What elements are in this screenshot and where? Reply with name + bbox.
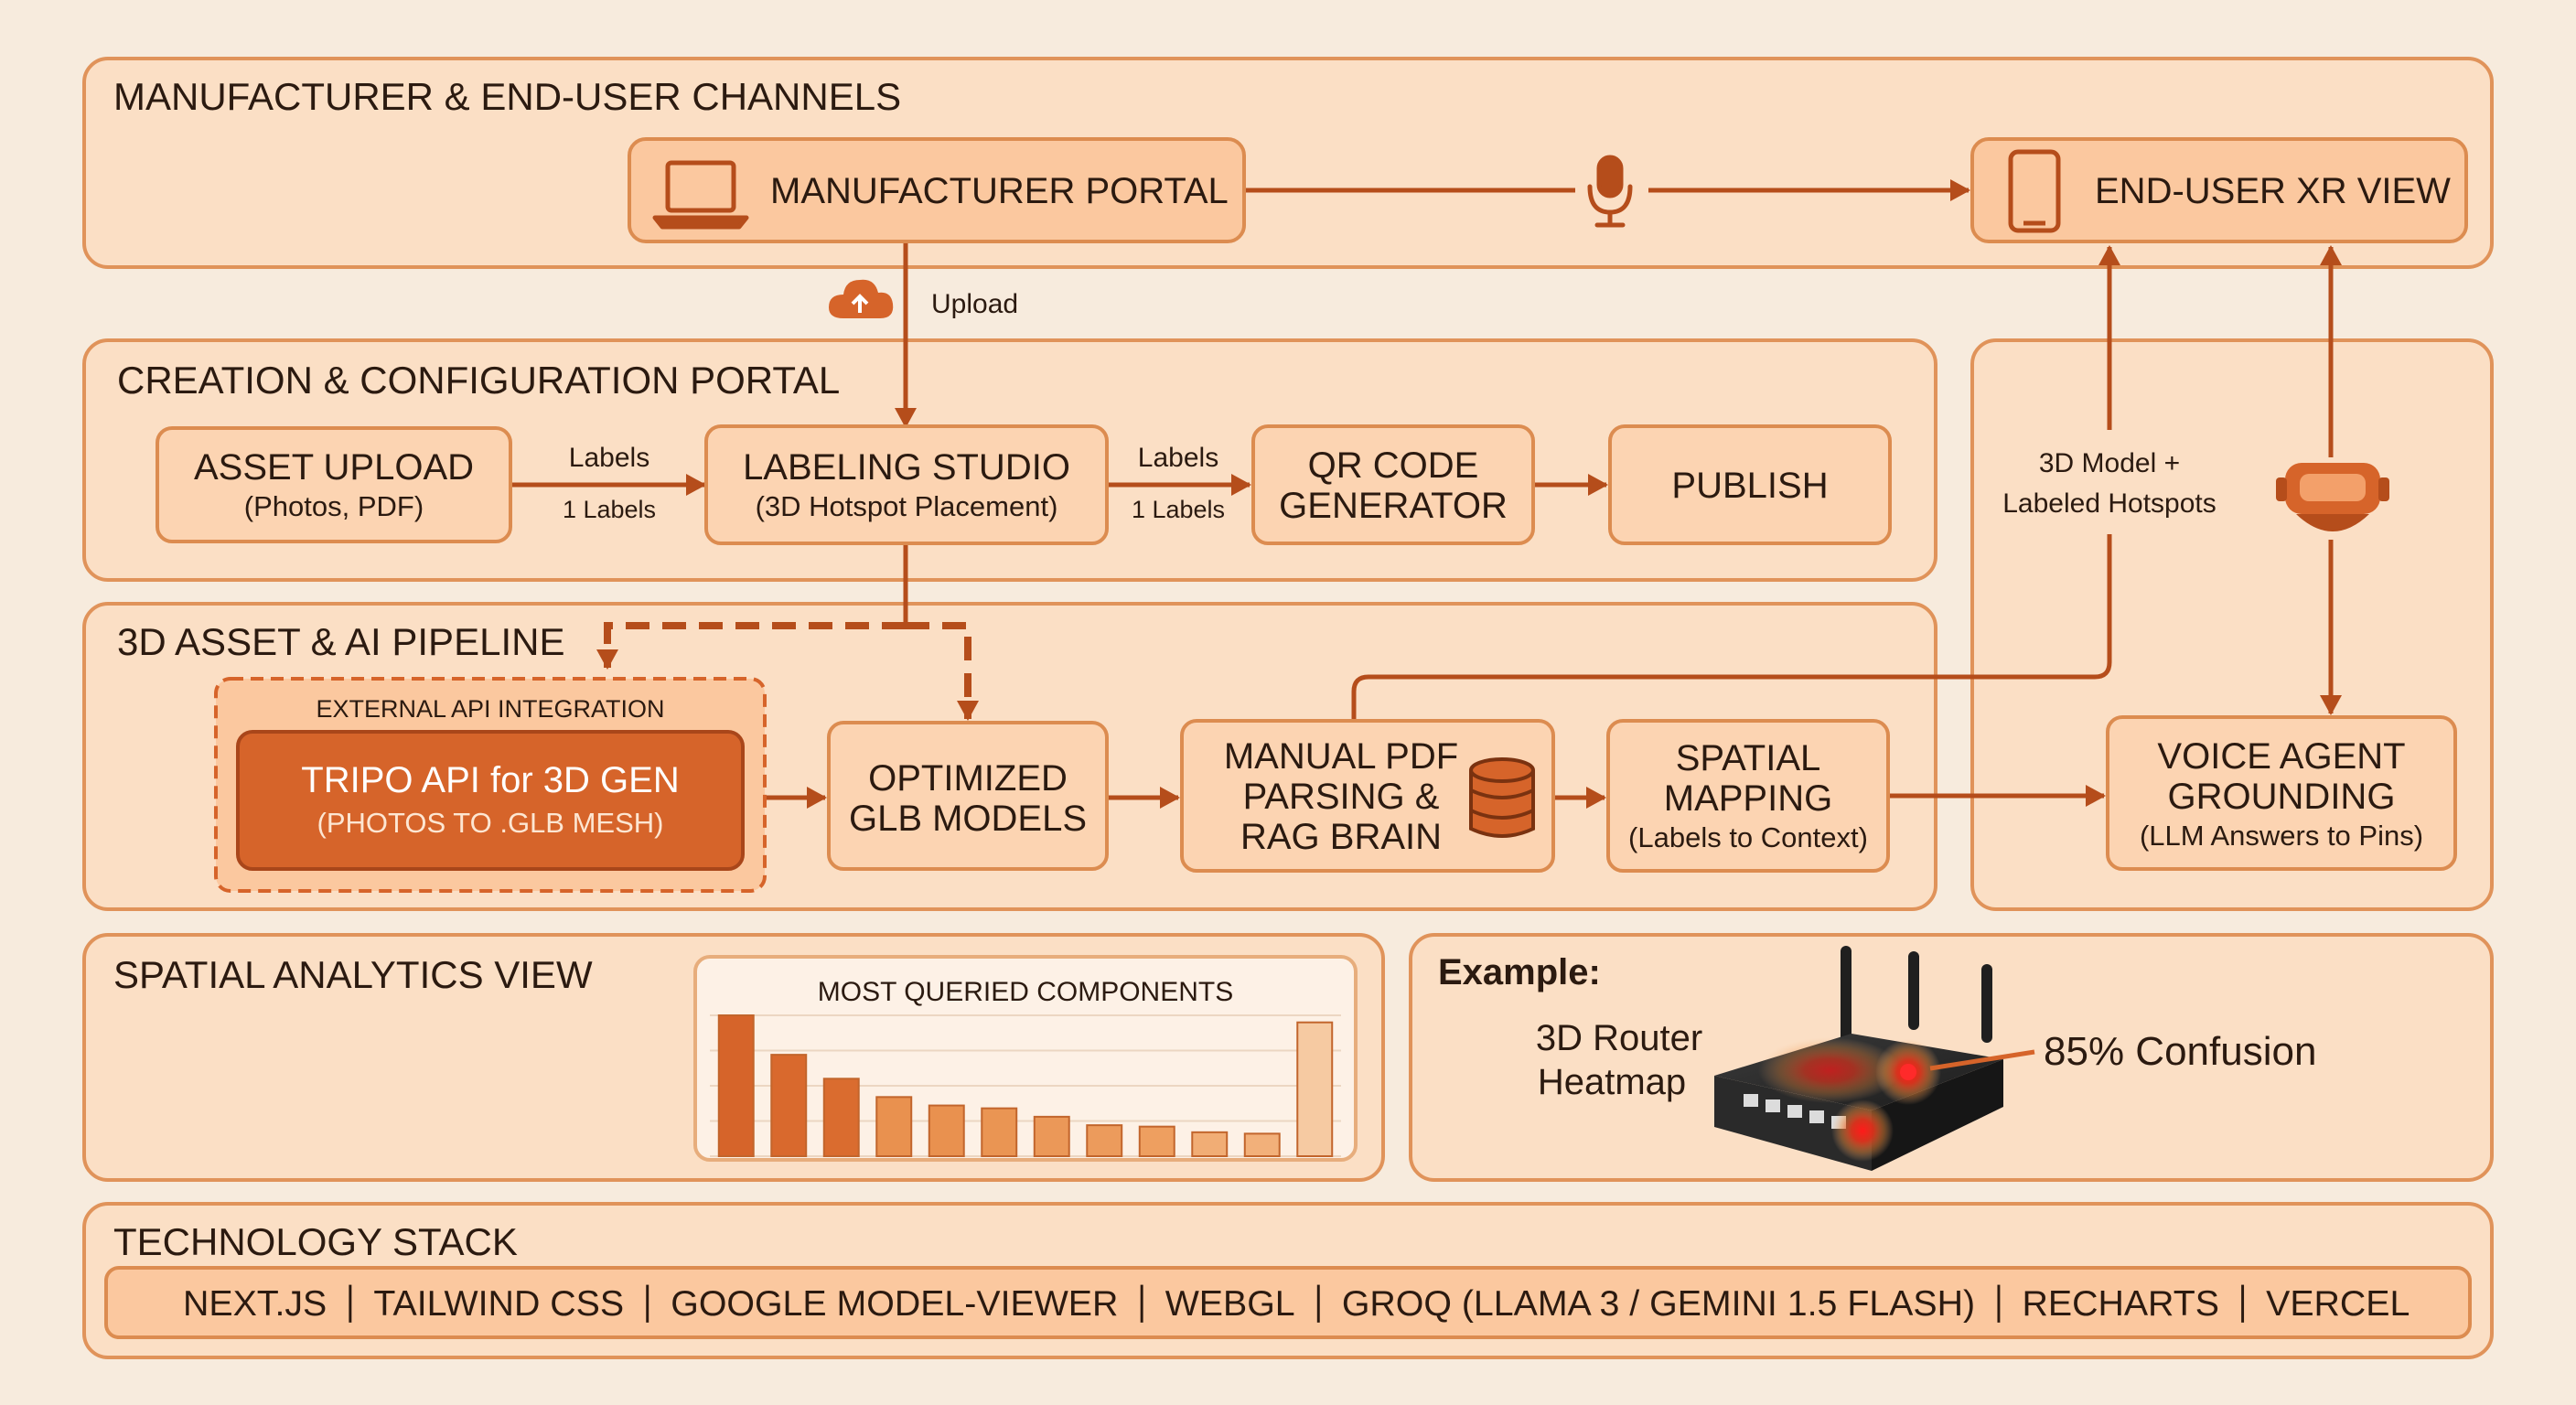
publish-box[interactable] [1608,424,1892,545]
pdf-parsing-box[interactable] [1180,719,1555,873]
pdf-line3: RAG BRAIN [1240,817,1442,857]
end-user-xr-label: END-USER XR VIEW [2095,171,2451,211]
chart-bar-11 [1243,1132,1281,1157]
chart-bar-10 [1191,1131,1229,1157]
tripo-line2: (PHOTOS TO .GLB MESH) [317,807,664,839]
chart-bar-8 [1086,1124,1123,1157]
tech-stack-items: NEXT.JS TAILWIND CSS GOOGLE MODEL-VIEWER WE… [183,1283,2410,1324]
chart-bars [717,1014,1334,1158]
dashed-to-glb [906,622,979,721]
chart-bar-6 [981,1107,1018,1158]
router-illustration [1714,946,2035,1171]
chart-bar-5 [928,1104,965,1158]
chart-bar-3 [822,1078,860,1158]
tech-item: TAILWIND CSS [373,1283,624,1324]
confusion-label: 85% Confusion [2044,1029,2316,1074]
chart-gridlines [710,1014,1341,1157]
pdf-line2: PARSING & [1243,777,1440,817]
labeling-studio-title: LABELING STUDIO [743,447,1070,488]
chart-bar-2 [770,1054,808,1157]
panel-analytics-title: SPATIAL ANALYTICS VIEW [113,953,593,996]
dashed-to-tripo [596,622,906,670]
chart-bar-12 [1296,1021,1334,1157]
tech-item: NEXT.JS [183,1283,327,1324]
tripo-line1: TRIPO API for 3D GEN [301,760,679,800]
chart-bar-9 [1138,1125,1175,1158]
tech-item: GOOGLE MODEL-VIEWER [671,1283,1118,1324]
chart-bar-7 [1033,1115,1070,1158]
database-icon [1469,757,1535,838]
voice-agent-box[interactable] [2106,715,2457,871]
voice-line2: GROUNDING [2168,777,2396,817]
glb-line2: GLB MODELS [849,799,1087,839]
tripo-api-box[interactable] [236,730,745,871]
spatial-mapping-box[interactable] [1606,719,1890,873]
microphone-icon [1587,155,1633,228]
arrow-pdf-to-xr [1351,534,2112,719]
voice-sub: (LLM Answers to Pins) [2140,820,2423,852]
labeling-studio-box[interactable] [704,424,1109,545]
tech-item: WEBGL [1165,1283,1295,1324]
glb-line1: OPTIMIZED [868,758,1068,799]
spatial-sub: (Labels to Context) [1628,821,1868,853]
tech-stack-bar [104,1266,2472,1339]
example-label: Example: [1438,952,1601,992]
chart-title: MOST QUERIED COMPONENTS [818,977,1233,1007]
manufacturer-portal-box[interactable] [628,137,1246,243]
qr-code-box[interactable] [1251,424,1535,545]
chart-bar-1 [717,1014,755,1157]
heatmap-line2: Heatmap [1538,1062,1686,1102]
spatial-line1: SPATIAL [1676,738,1821,778]
labeling-studio-sub: (3D Hotspot Placement) [756,490,1058,522]
publish-label: PUBLISH [1671,466,1828,506]
panel-tech-title: TECHNOLOGY STACK [113,1220,518,1263]
panel-pipeline-title: 3D ASSET & AI PIPELINE [117,620,564,663]
manufacturer-portal-label: MANUFACTURER PORTAL [770,171,1229,211]
panel-channels-title: MANUFACTURER & END-USER CHANNELS [113,75,901,118]
cloud-upload-icon [829,279,894,318]
asset-upload-sub: (Photos, PDF) [244,490,424,522]
asset-upload-title: ASSET UPLOAD [194,447,474,488]
vr-headset-icon [2276,463,2389,531]
chart-frame [693,955,1358,1162]
edge2-top-label: Labels [1138,443,1218,473]
upload-label: Upload [931,289,1018,319]
tech-item: RECHARTS [2022,1283,2218,1324]
edge1-top-label: Labels [569,443,649,473]
end-user-xr-box[interactable] [1970,137,2468,243]
pdf-line1: MANUAL PDF [1224,736,1458,777]
model-hotspots-line1: 3D Model + [2039,448,2180,478]
laptop-icon [652,160,749,230]
qr-code-line2: GENERATOR [1279,486,1508,526]
edge2-bottom-label: 1 Labels [1132,496,1225,523]
panel-creation-title: CREATION & CONFIGURATION PORTAL [117,359,840,402]
glb-models-box[interactable] [827,721,1109,871]
qr-code-line1: QR CODE [1308,445,1479,486]
tech-item: VERCEL [2266,1283,2410,1324]
asset-upload-box[interactable] [156,426,512,543]
tech-item: GROQ (LLAMA 3 / GEMINI 1.5 FLASH) [1342,1283,1975,1324]
model-hotspots-line2: Labeled Hotspots [2002,488,2216,519]
edge1-bottom-label: 1 Labels [563,496,656,523]
voice-line1: VOICE AGENT [2157,736,2405,777]
heatmap-line1: 3D Router [1536,1018,1702,1058]
smartphone-icon [2008,149,2061,233]
chart-bar-4 [875,1096,913,1157]
external-api-label: EXTERNAL API INTEGRATION [316,695,664,723]
spatial-line2: MAPPING [1664,778,1832,819]
